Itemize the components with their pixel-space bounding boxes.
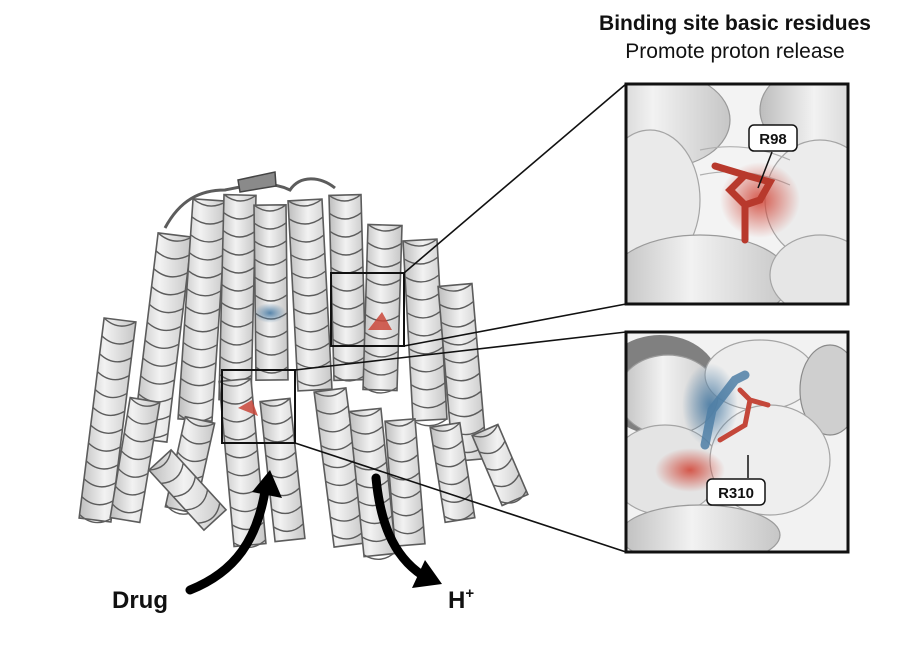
figure-title: Binding site basic residues — [599, 12, 871, 35]
selection-box-top — [330, 272, 405, 347]
connector-bottom-upper — [294, 331, 627, 371]
inset-bottom-frame — [624, 330, 850, 554]
inset-bottom — [626, 332, 848, 552]
selection-box-bottom — [221, 369, 296, 444]
helix-13 — [259, 397, 306, 543]
helix-20 — [147, 448, 228, 532]
helix-7 — [362, 223, 403, 394]
figure-subtitle: Promote proton release — [625, 40, 845, 63]
helix-11 — [109, 396, 161, 524]
r98-sidechain — [711, 162, 776, 244]
helix-8 — [402, 238, 448, 427]
helix-12 — [218, 377, 267, 549]
red-residue-bottom-highlight — [238, 400, 258, 416]
helix-2 — [177, 197, 228, 423]
proton-superscript: + — [465, 585, 474, 602]
r98-label-box — [748, 124, 798, 152]
blue-residue-highlight — [254, 303, 286, 323]
drug-arrow-head — [252, 470, 282, 498]
proton-arrow — [371, 473, 427, 580]
r310-label-box — [706, 478, 766, 506]
acidic-sidechain — [700, 370, 750, 450]
r98-label: R98 — [759, 131, 787, 148]
helix-18 — [471, 423, 529, 507]
top-loop-band — [237, 171, 277, 193]
red-residue-top-highlight — [368, 312, 392, 330]
connector-bottom-lower — [294, 442, 627, 553]
helix-4 — [253, 204, 289, 381]
helix-1 — [132, 232, 193, 443]
proton-label: H+ — [448, 585, 474, 614]
drug-arrow — [185, 480, 271, 595]
r310-sidechain — [717, 387, 771, 443]
helix-6 — [328, 193, 367, 382]
helix-10 — [78, 317, 137, 524]
drug-label: Drug — [112, 587, 168, 614]
connector-top-upper — [403, 83, 627, 274]
inset-top-frame — [624, 82, 850, 306]
connector-top-lower — [403, 303, 627, 347]
proton-base: H — [448, 587, 465, 614]
protein-helices — [78, 193, 529, 560]
helix-17 — [429, 421, 476, 524]
inset-top — [626, 84, 848, 304]
proton-arrow-head — [412, 560, 442, 588]
r310-label: R310 — [718, 485, 754, 502]
helix-16 — [384, 417, 426, 548]
helix-5 — [287, 198, 333, 392]
